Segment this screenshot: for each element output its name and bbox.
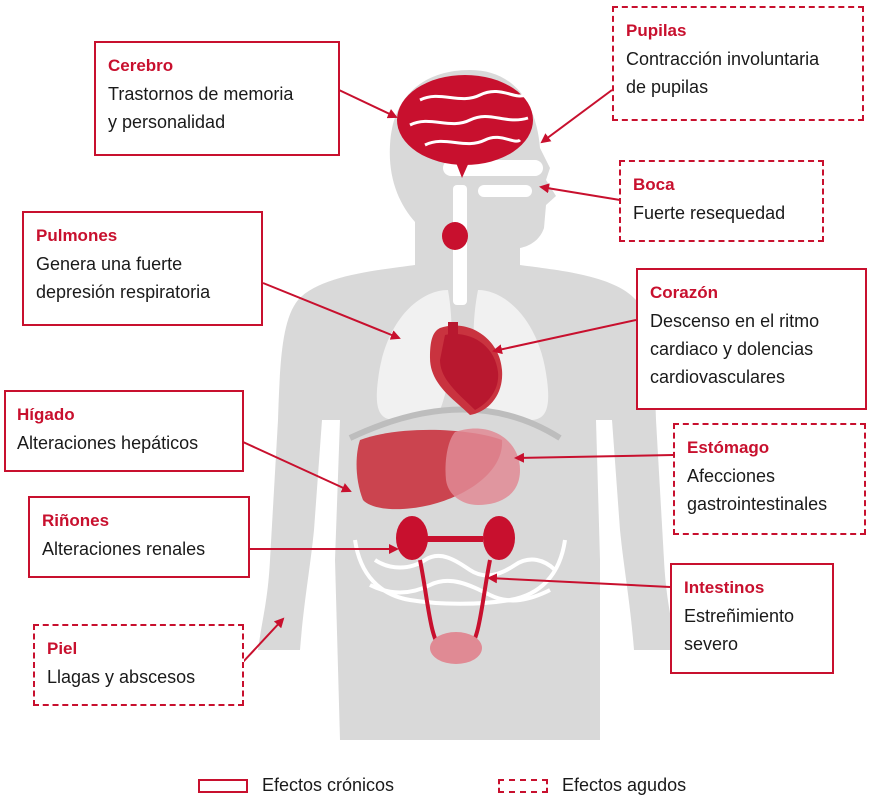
heart xyxy=(430,322,503,415)
legend-chronic: Efectos crónicos xyxy=(198,775,394,796)
arrow-pulmones xyxy=(262,282,401,340)
intestines xyxy=(353,539,567,606)
airway xyxy=(443,160,543,305)
callout-boca: Boca Fuerte resequedad xyxy=(619,160,824,242)
callout-text: Contracción involuntaria xyxy=(626,49,820,69)
callout-text: Fuerte resequedad xyxy=(633,203,786,223)
legend-chronic-swatch xyxy=(198,778,248,793)
arrow-estomago xyxy=(514,452,674,463)
stomach xyxy=(445,428,520,505)
callout-text: Alteraciones renales xyxy=(42,539,206,559)
callout-title: Estómago xyxy=(687,438,770,457)
arrow-corazon xyxy=(492,319,637,355)
callout-text: cardiaco y dolencias xyxy=(650,339,814,359)
arrow-piel xyxy=(242,617,285,663)
arrow-intestinos xyxy=(487,573,671,588)
callout-title: Piel xyxy=(47,639,78,658)
arrow-cerebro xyxy=(338,89,398,119)
callout-title: Corazón xyxy=(650,283,718,302)
callout-text: Trastornos de memoria xyxy=(108,84,294,104)
callout-pulmones: Pulmones Genera una fuerte depresión res… xyxy=(22,211,263,326)
callout-text: Descenso en el ritmo xyxy=(650,311,820,331)
callout-pupilas: Pupilas Contracción involuntaria de pupi… xyxy=(612,6,864,121)
callout-title: Pupilas xyxy=(626,21,687,40)
callout-intestinos: Intestinos Estreñimiento severo xyxy=(670,563,834,674)
callout-corazon: Corazón Descenso en el ritmo cardiaco y … xyxy=(636,268,867,410)
thyroid xyxy=(442,222,468,250)
legend-chronic-label: Efectos crónicos xyxy=(262,775,395,795)
callout-title: Intestinos xyxy=(684,578,765,597)
kidneys xyxy=(396,516,515,664)
callout-piel: Piel Llagas y abscesos xyxy=(33,624,244,706)
callout-text: y personalidad xyxy=(108,112,226,132)
arrow-pupilas xyxy=(540,89,613,144)
callout-title: Hígado xyxy=(17,405,75,424)
arrow-higado xyxy=(242,441,352,493)
callout-title: Cerebro xyxy=(108,56,174,75)
callout-text: gastrointestinales xyxy=(687,494,828,514)
callout-text: cardiovasculares xyxy=(650,367,786,387)
arrows xyxy=(242,89,674,663)
callout-rinones: Riñones Alteraciones renales xyxy=(28,496,250,578)
arrow-boca xyxy=(539,183,621,201)
callout-text: Estreñimiento xyxy=(684,606,795,626)
diaphragm xyxy=(348,406,562,441)
legend-acute-swatch xyxy=(498,778,548,793)
callout-title: Pulmones xyxy=(36,226,118,245)
callout-cerebro: Cerebro Trastornos de memoria y personal… xyxy=(94,41,340,156)
legend-acute: Efectos agudos xyxy=(498,775,686,796)
callout-higado: Hígado Alteraciones hepáticos xyxy=(4,390,244,472)
callout-text: severo xyxy=(684,634,739,654)
callout-estomago: Estómago Afecciones gastrointestinales xyxy=(673,423,866,535)
callout-text: de pupilas xyxy=(626,77,709,97)
callout-text: Llagas y abscesos xyxy=(47,667,196,687)
legend-acute-label: Efectos agudos xyxy=(562,775,687,795)
callout-text: Genera una fuerte xyxy=(36,254,183,274)
callout-text: Alteraciones hepáticos xyxy=(17,433,199,453)
brain xyxy=(397,75,533,178)
callout-title: Riñones xyxy=(42,511,110,530)
callout-text: Afecciones xyxy=(687,466,776,486)
callout-title: Boca xyxy=(633,175,675,194)
callout-text: depresión respiratoria xyxy=(36,282,211,302)
